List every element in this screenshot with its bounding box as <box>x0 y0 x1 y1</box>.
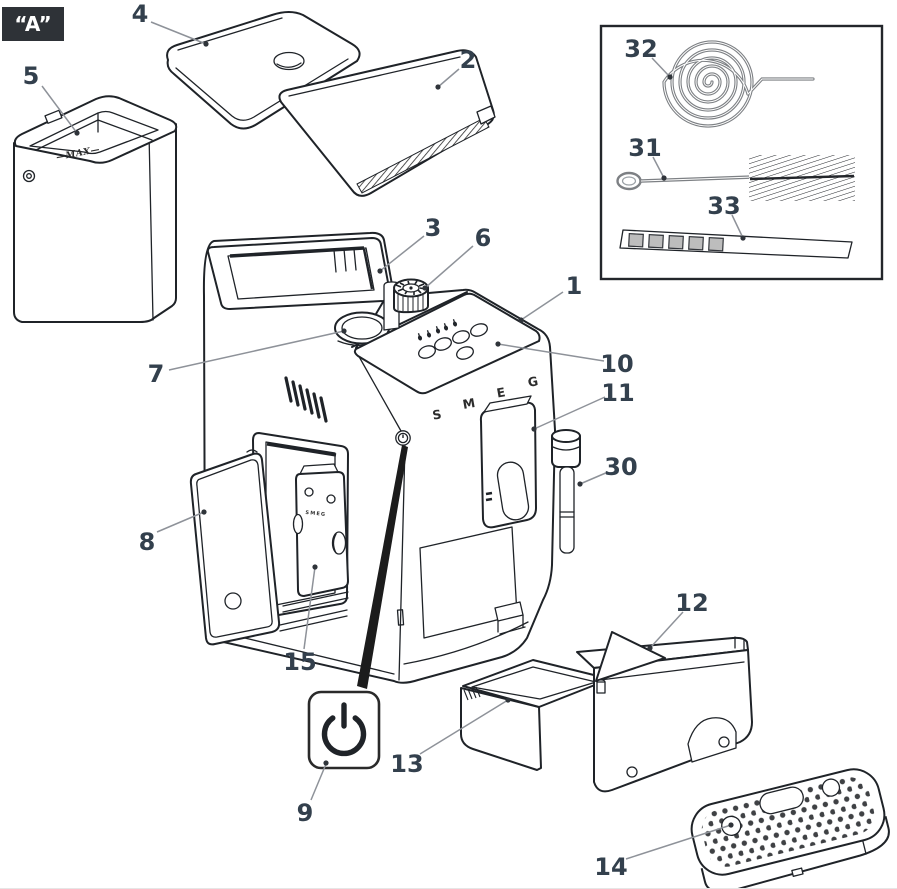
grinder-knob <box>383 278 429 331</box>
svg-text:13: 13 <box>390 750 423 778</box>
brew-unit-brand: SMEG <box>305 510 326 518</box>
svg-text:15: 15 <box>283 648 316 676</box>
label-14: 14 <box>594 822 734 881</box>
brand-letter-g: G <box>527 373 540 390</box>
svg-text:6: 6 <box>475 224 492 252</box>
cleaning-brush <box>616 155 855 201</box>
label-32: 32 <box>624 35 673 80</box>
svg-text:11: 11 <box>601 379 634 407</box>
pre-ground-funnel-lid <box>334 311 390 346</box>
label-11: 11 <box>531 379 635 432</box>
vent-slats <box>284 376 328 423</box>
label-13: 13 <box>390 697 511 778</box>
svg-text:14: 14 <box>594 853 627 881</box>
svg-text:32: 32 <box>624 35 657 63</box>
cleaning-spiral <box>662 40 815 128</box>
grounds-container-front <box>593 649 753 793</box>
svg-text:2: 2 <box>460 46 477 74</box>
svg-text:8: 8 <box>139 528 156 556</box>
power-icon <box>321 702 367 757</box>
label-12: 12 <box>647 589 709 651</box>
steam-wand <box>551 429 581 554</box>
brew-unit: SMEG <box>282 463 349 613</box>
coffee-spout <box>479 395 537 529</box>
svg-text:3: 3 <box>425 214 442 242</box>
figure-badge-label: “A” <box>14 12 51 36</box>
label-7: 7 <box>148 328 347 388</box>
service-door <box>189 449 281 646</box>
svg-text:9: 9 <box>297 799 314 827</box>
strip-swatches <box>628 233 724 252</box>
label-31: 31 <box>628 134 667 181</box>
svg-text:1: 1 <box>566 272 583 300</box>
svg-text:5: 5 <box>23 62 40 90</box>
svg-text:30: 30 <box>604 453 637 481</box>
svg-text:10: 10 <box>600 350 633 378</box>
label-4: 4 <box>132 0 209 47</box>
brand-letter-m: M <box>461 395 476 412</box>
figure-badge: “A” <box>2 7 64 41</box>
drip-tray-front-wall <box>460 687 542 771</box>
label-8: 8 <box>139 509 207 556</box>
grounds-flap <box>595 631 666 682</box>
brand-letter-e: E <box>495 384 506 400</box>
figure-badge-box <box>2 7 64 41</box>
power-symbol-card <box>307 690 381 770</box>
label-9: 9 <box>297 760 329 827</box>
label-3: 3 <box>377 214 441 274</box>
drip-grid <box>690 768 890 888</box>
label-2: 2 <box>435 46 476 90</box>
water-tank: —MAX— <box>13 95 178 323</box>
brand-letter-s: S <box>431 406 442 422</box>
panel-buttons <box>418 323 488 360</box>
label-30: 30 <box>577 453 638 487</box>
svg-text:12: 12 <box>675 589 708 617</box>
accessories-box <box>599 24 884 281</box>
svg-text:7: 7 <box>148 360 165 388</box>
tank-lid <box>166 11 361 130</box>
power-pointer-wedge <box>357 445 408 689</box>
control-panel <box>353 292 541 395</box>
label-1: 1 <box>518 272 582 323</box>
svg-text:33: 33 <box>707 192 740 220</box>
drip-tray-assembly <box>460 631 753 793</box>
label-33: 33 <box>707 192 746 241</box>
label-15: 15 <box>283 564 318 676</box>
callout-labels: 1 2 3 4 5 6 7 8 9 10 11 12 13 14 15 30 3… <box>23 0 746 881</box>
brand-logo: S M E G <box>431 373 539 422</box>
label-6: 6 <box>422 224 491 291</box>
label-5: 5 <box>23 62 80 136</box>
label-10: 10 <box>495 341 634 378</box>
svg-text:4: 4 <box>132 0 149 28</box>
power-button <box>395 430 411 446</box>
water-hardness-strip <box>619 229 853 259</box>
svg-text:31: 31 <box>628 134 661 162</box>
panel-indicator-icons <box>417 319 458 341</box>
